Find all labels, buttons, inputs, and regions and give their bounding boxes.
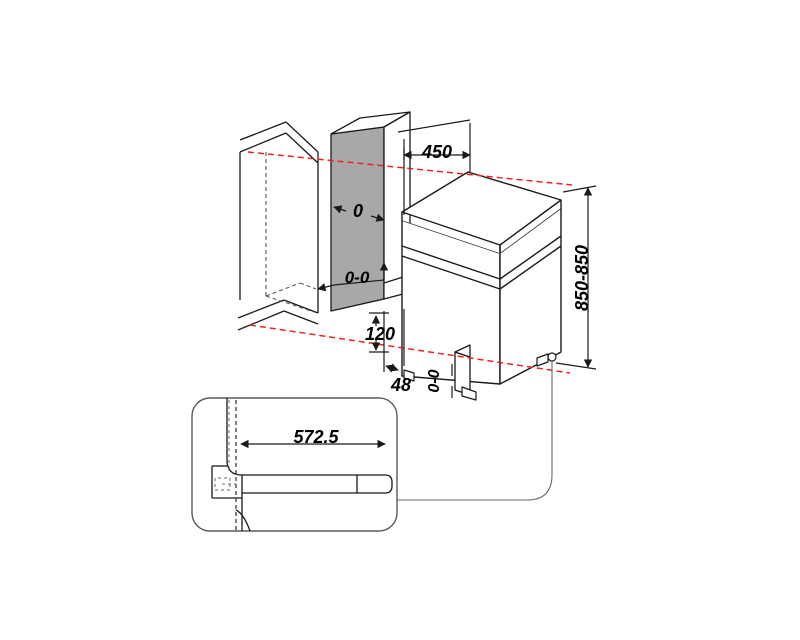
recess-side-panel <box>330 111 411 312</box>
dimension-label-0: 0 <box>353 201 363 221</box>
base-detail-callout: 572.5 <box>191 397 398 532</box>
dimension-label-48: 48 <box>390 375 411 395</box>
dishwasher-body <box>401 171 562 385</box>
dimension-label-120: 120 <box>365 324 395 344</box>
kitchen-cabinet-carcass <box>237 121 319 331</box>
dimension-label-572-5: 572.5 <box>293 427 339 447</box>
dimension-450 <box>397 119 471 215</box>
alignment-guides <box>247 151 573 374</box>
cabinet-hidden-edges <box>265 152 317 313</box>
detail-box-frame <box>191 397 398 532</box>
dimension-850-850 <box>555 185 597 370</box>
dimension-48 <box>383 309 405 373</box>
dimension-label-0-0-panel: 0-0 <box>345 268 370 287</box>
dimension-label-850-850: 850-850 <box>572 245 592 311</box>
detail-callout-marker <box>547 352 557 362</box>
dimension-label-450: 450 <box>421 142 452 162</box>
dimension-label-0-0-feet: 0-0 <box>426 369 443 392</box>
dimension-120 <box>369 312 389 353</box>
detail-callout-leader <box>397 362 553 501</box>
appliance-feet <box>403 353 549 401</box>
dimension-0-upper <box>333 205 385 222</box>
dimension-0-0-panel <box>317 262 389 292</box>
